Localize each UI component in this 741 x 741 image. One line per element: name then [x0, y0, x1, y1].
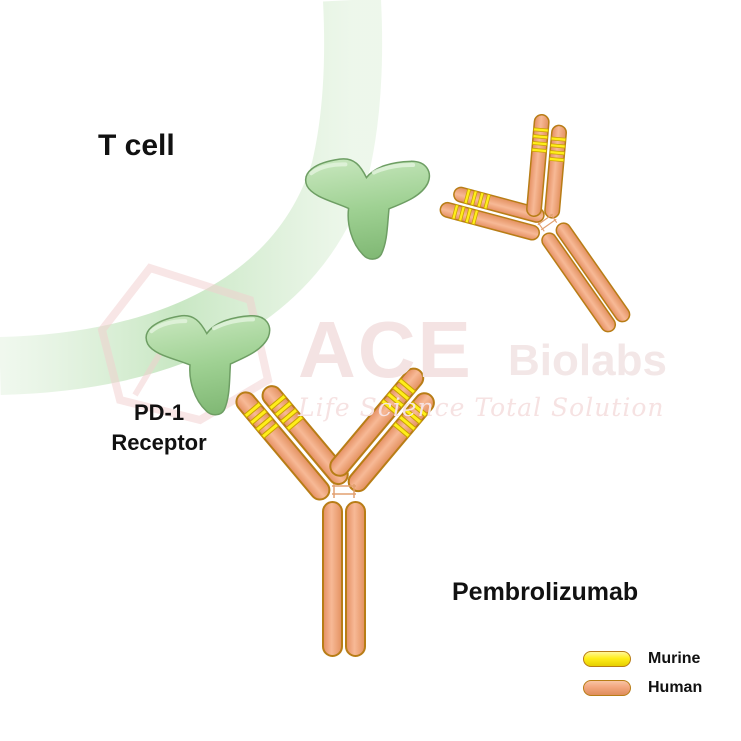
legend-swatch-murine — [583, 651, 631, 667]
pd1-label-line2: Receptor — [111, 430, 207, 455]
legend-label-murine: Murine — [648, 650, 701, 667]
t-cell-label: T cell — [98, 129, 175, 162]
cell-membrane — [0, 0, 383, 395]
pd1-label-line1: PD-1 — [133, 400, 185, 425]
drug-name-label: Pembrolizumab — [452, 578, 639, 606]
legend-item-human: Human — [583, 677, 702, 699]
legend-swatch-human — [583, 680, 631, 696]
legend-label-human: Human — [648, 679, 703, 696]
watermark-brand-suffix: Biolabs — [508, 336, 667, 385]
watermark-brand: ACE — [298, 305, 473, 394]
watermark-tagline: Life Science Total Solution — [298, 393, 665, 422]
pd1-receptor-label: PD-1 Receptor — [96, 398, 222, 458]
legend-item-murine: Murine — [583, 648, 700, 670]
